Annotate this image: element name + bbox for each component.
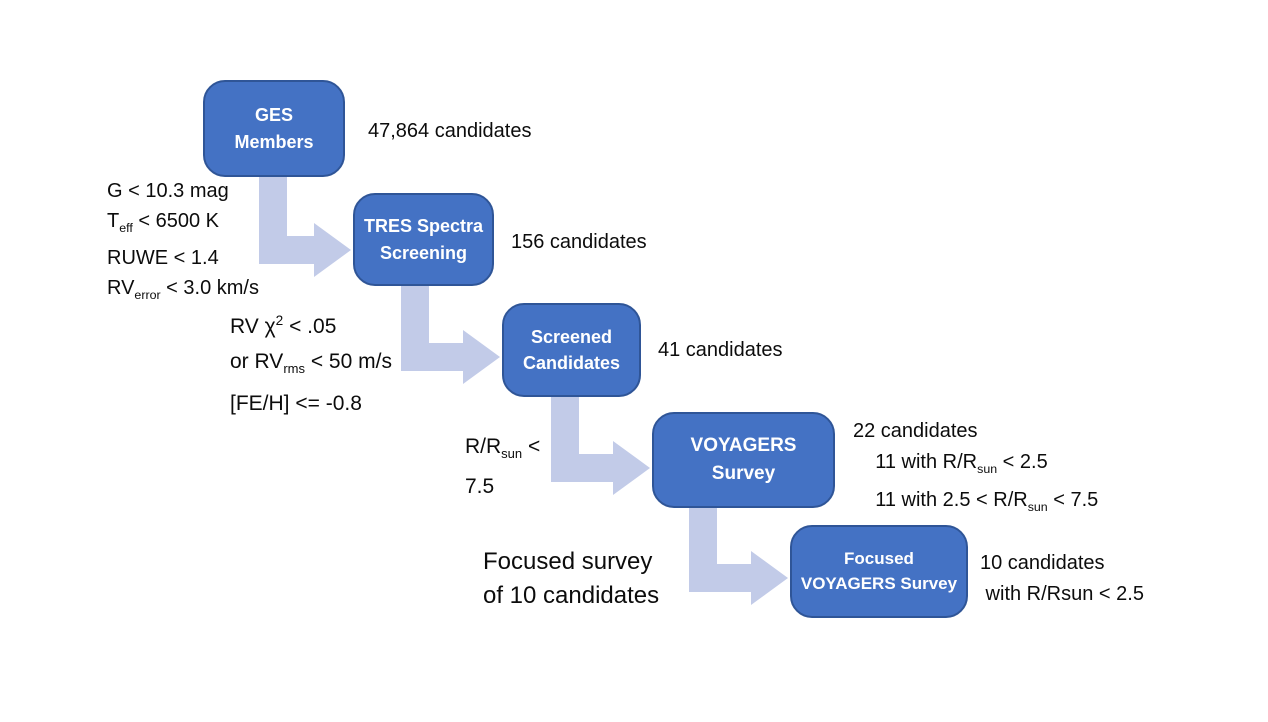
box-focused-voyagers-survey: Focused VOYAGERS Survey [790, 525, 968, 618]
count-focused-voyagers-survey: 10 candidates with R/Rsun < 2.5 [980, 552, 1144, 605]
bent-arrow-ges-to-tres [259, 177, 351, 277]
count-voyagers-survey: 22 candidates 11 with R/Rsun < 2.5 11 wi… [853, 420, 1099, 514]
box-tres-spectra-screening: TRES Spectra Screening [353, 193, 494, 286]
bent-arrow-screened-to-voyagers [551, 396, 650, 495]
bent-arrow-tres-to-screened [401, 285, 500, 384]
bent-arrow-voyagers-to-focused [689, 507, 788, 605]
criteria-screened-to-voyagers: R/Rsun <7.5 [465, 435, 541, 499]
box-screened-candidates: Screened Candidates [502, 303, 641, 397]
box-voyagers-survey: VOYAGERS Survey [652, 412, 835, 508]
count-screened-candidates: 41 candidates [658, 339, 783, 361]
box-ges-members: GES Members [203, 80, 345, 177]
count-ges-members: 47,864 candidates [368, 120, 532, 142]
count-tres-screening: 156 candidates [511, 231, 647, 253]
